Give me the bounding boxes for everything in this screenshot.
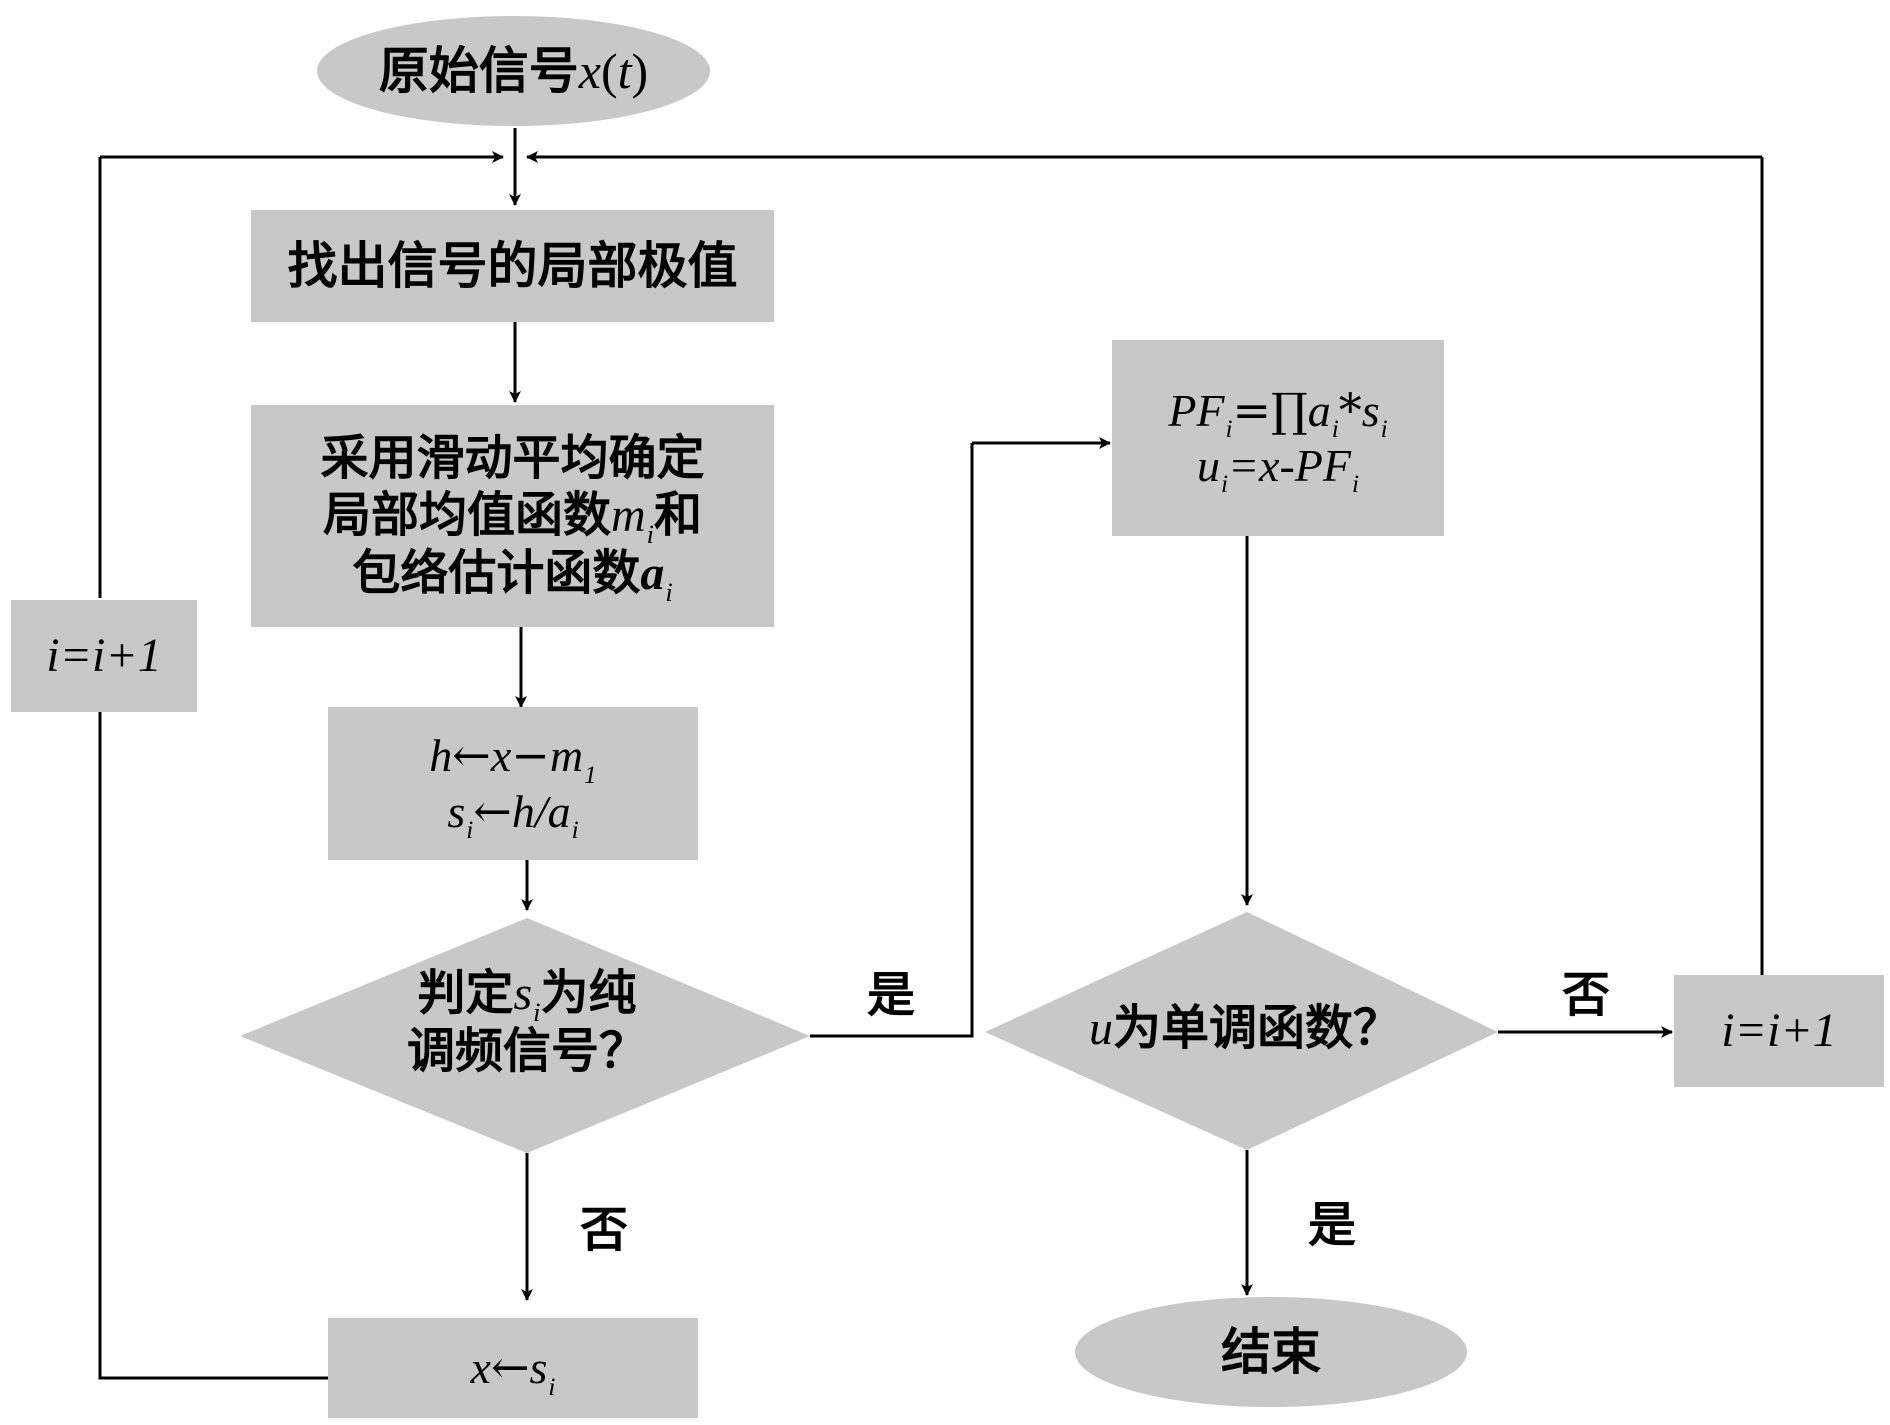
pf-a: a [1307, 384, 1331, 436]
decision-pure-fm-line2: 调频信号？ [406, 1022, 647, 1079]
process-moving-average: 采用滑动平均确定 局部均值函数mi和 包络估计函数ai [251, 405, 774, 627]
moving-avg-line1: 采用滑动平均确定 [320, 429, 705, 486]
pf-s: s [1361, 384, 1380, 436]
increment-right-label: i=i+1 [1721, 1004, 1837, 1058]
decision-pure-fm-post: 为纯 [540, 965, 637, 1021]
update-x-arrow: ← [490, 1340, 530, 1395]
start-node: 原始信号x(t) [317, 16, 710, 126]
moving-avg-line3: 包络估计函数ai [352, 544, 672, 607]
decision-pure-fm-sub: i [533, 996, 541, 1027]
pf-sub: i [1225, 415, 1233, 444]
pf-line2: ui=x-PFi [1196, 438, 1359, 498]
edge-label-yes-pure-fm: 是 [867, 967, 916, 1023]
moving-avg-var-m: m [610, 489, 646, 543]
edge-label-no-monotonic: 否 [1562, 967, 1611, 1023]
decision-monotonic-label: 为单调函数？ [1112, 1000, 1401, 1056]
compute-s-expr: h/a [511, 785, 571, 837]
compute-s-var: s [447, 785, 466, 837]
find-extrema-label: 找出信号的局部极值 [287, 236, 738, 295]
compute-h-var-h: h [429, 730, 453, 782]
moving-avg-sub-i: i [646, 519, 654, 550]
process-increment-left: i=i+1 [11, 600, 197, 712]
moving-avg-and: 和 [654, 487, 703, 544]
u-expr: =x-PF [1228, 440, 1351, 491]
process-find-extrema: 找出信号的局部极值 [251, 210, 774, 322]
end-label: 结束 [1221, 1322, 1321, 1381]
process-pf: PFi=∏ai*si ui=x-PFi [1112, 340, 1444, 536]
decision-monotonic-shape [985, 912, 1498, 1150]
decision-pure-fm-var: s [513, 967, 533, 1020]
pf-star: * [1338, 382, 1362, 437]
start-paren-open: ( [600, 43, 618, 99]
moving-avg-line3-text: 包络估计函数 [352, 544, 641, 601]
decision-pure-fm-shape [240, 918, 810, 1153]
compute-s-sub: i [466, 815, 474, 844]
pf-line1: PFi=∏ai*si [1168, 382, 1387, 443]
compute-h-minus: − [511, 728, 550, 783]
moving-avg-var-a: a [640, 546, 665, 600]
start-var-x: x [578, 43, 601, 99]
decision-pure-fm-pre: 判定 [417, 965, 514, 1021]
decision-pure-fm-line1: 判定si为纯 [340, 965, 714, 1027]
compute-h-arrow: ← [452, 728, 491, 783]
line-left-loop-bottom [98, 712, 330, 1380]
decision-pure-fm: 判定si为纯 调频信号？ [340, 965, 714, 1080]
compute-h-var-x: x [490, 730, 512, 782]
start-label: 原始信号 [378, 41, 579, 100]
line-yes-to-pf [810, 443, 974, 1038]
update-x-s: s [529, 1342, 548, 1394]
compute-s-arrow: ← [473, 783, 512, 838]
moving-avg-sub-i2: i [665, 576, 673, 607]
u-expr-sub: i [1351, 470, 1360, 499]
process-update-x: x←si [328, 1318, 698, 1418]
process-increment-right: i=i+1 [1674, 975, 1884, 1087]
decision-monotonic-var: u [1088, 1002, 1113, 1055]
pf-a-sub: i [1331, 415, 1339, 444]
moving-avg-line2-text: 局部均值函数 [322, 487, 611, 544]
compute-h-line1: h←x−m1 [429, 728, 596, 788]
compute-h-var-m: m [549, 730, 584, 782]
edge-label-yes-monotonic: 是 [1308, 1197, 1357, 1253]
compute-h-sub-1: 1 [584, 760, 597, 789]
pf-eq-prod: =∏ [1232, 382, 1308, 437]
compute-s-sub-a: i [571, 815, 579, 844]
increment-left-label: i=i+1 [46, 629, 162, 683]
moving-avg-line2: 局部均值函数mi和 [322, 487, 703, 549]
u-sub: i [1220, 470, 1228, 499]
pf-s-sub: i [1380, 415, 1388, 444]
end-node: 结束 [1075, 1297, 1467, 1407]
pf-var: PF [1168, 384, 1225, 436]
edge-label-no-pure-fm: 否 [580, 1202, 629, 1258]
process-compute-h: h←x−m1 si←h/ai [328, 707, 698, 860]
u-var: u [1196, 440, 1220, 491]
update-x-var: x [470, 1342, 491, 1394]
start-paren-close: ) [631, 43, 649, 99]
update-x-sub: i [548, 1372, 556, 1401]
compute-h-line2: si←h/ai [447, 783, 578, 844]
start-var-t: t [617, 43, 632, 99]
decision-monotonic: u为单调函数？ [1035, 1000, 1455, 1058]
